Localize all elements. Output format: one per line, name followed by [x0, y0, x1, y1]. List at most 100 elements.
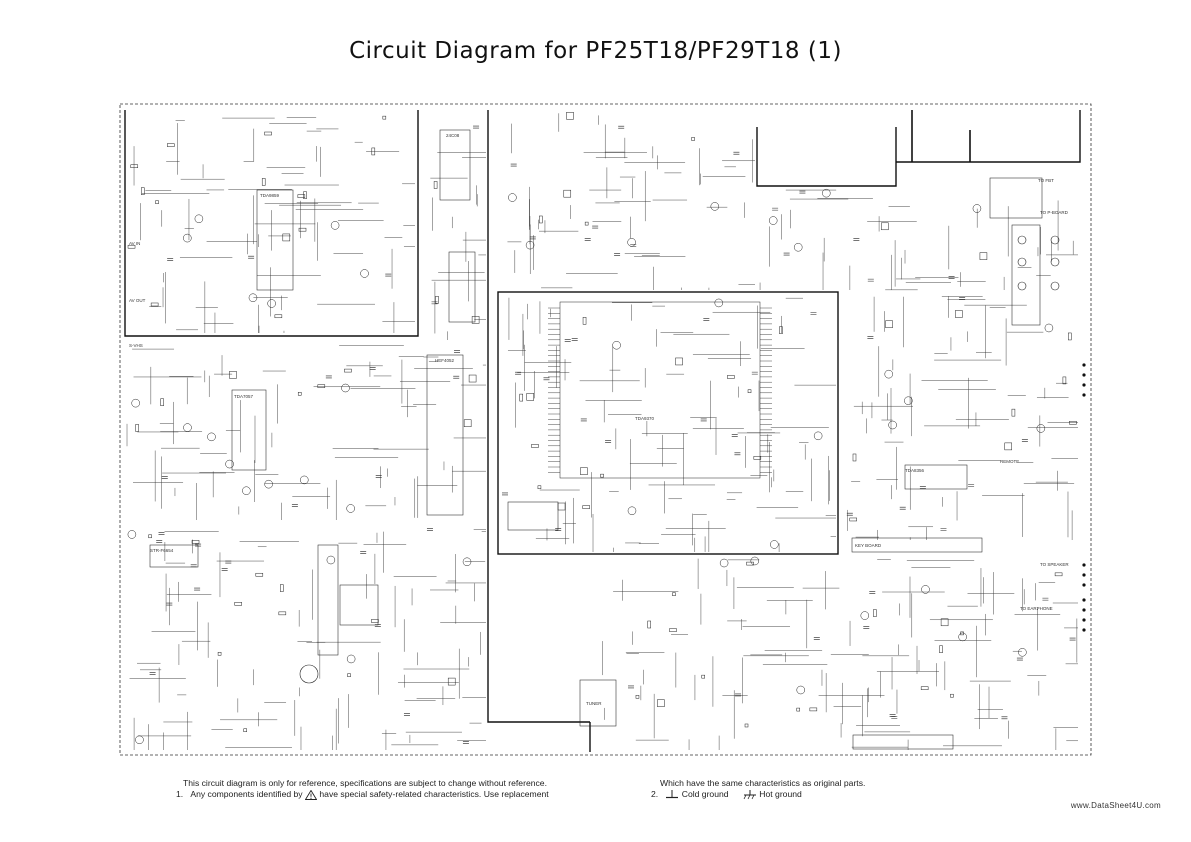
resistor — [1054, 572, 1063, 577]
resistor — [282, 233, 291, 242]
earphone-label: TO EARPHONE — [1020, 606, 1053, 611]
capacitor — [614, 253, 621, 256]
resistor — [255, 572, 264, 577]
resistor — [582, 505, 590, 509]
transistor — [183, 233, 192, 243]
resistor — [447, 677, 456, 686]
resistor — [885, 320, 893, 328]
capacitor — [529, 236, 536, 240]
resistor — [371, 147, 376, 156]
resistor — [940, 618, 949, 627]
capacitor — [1001, 716, 1008, 720]
resistor — [274, 314, 283, 319]
capacitor — [431, 301, 438, 305]
crt-socket — [299, 235, 1060, 684]
capacitor — [867, 336, 874, 339]
capacitor — [618, 125, 625, 129]
transistor — [131, 398, 140, 408]
resistor — [852, 453, 857, 462]
resistor — [297, 392, 302, 396]
resistor — [580, 467, 588, 475]
resistor — [148, 534, 152, 539]
resistor — [796, 707, 801, 712]
capacitor — [385, 273, 392, 277]
capacitor — [1021, 439, 1028, 442]
transistor — [267, 299, 276, 308]
resistor — [1069, 420, 1077, 425]
transistor — [904, 396, 913, 405]
transistor — [330, 221, 340, 230]
capacitor — [846, 512, 853, 516]
capacitor — [360, 551, 367, 554]
resistor — [135, 424, 139, 432]
transistor — [326, 555, 336, 565]
resistor — [160, 398, 164, 406]
resistor — [584, 221, 589, 226]
resistor — [881, 222, 889, 231]
resistor — [317, 384, 326, 388]
note-line1: This circuit diagram is only for referen… — [183, 778, 547, 788]
resistor — [920, 686, 929, 690]
capacitor — [584, 238, 591, 241]
capacitor — [225, 560, 232, 564]
transistor — [958, 632, 967, 642]
resistor — [657, 699, 665, 707]
resistor — [747, 389, 752, 393]
vert-ic-label: TDA8356 — [905, 468, 925, 473]
transistor — [822, 188, 831, 198]
main-ic-label: TDA9370 — [635, 416, 655, 421]
capacitor — [751, 371, 758, 375]
note-item1-a: Any components identified by — [190, 789, 303, 799]
resistor — [873, 609, 877, 617]
resistor — [675, 357, 683, 366]
power-ic-label: STR-F6654 — [150, 548, 174, 553]
resistor — [155, 200, 159, 204]
warning-triangle-icon — [305, 789, 317, 800]
capacitor — [194, 587, 201, 591]
resistor — [344, 368, 352, 373]
resistor — [1011, 408, 1016, 417]
resistor — [635, 695, 640, 699]
transistor — [768, 216, 778, 225]
note-item2-num: 2. — [651, 789, 659, 799]
resistor — [382, 115, 387, 120]
resistor — [280, 584, 284, 592]
resistor — [150, 302, 159, 307]
resistor — [1004, 442, 1013, 451]
tuner-label: TUNER — [586, 701, 602, 706]
connector-rails — [911, 110, 971, 162]
transistor — [248, 293, 258, 302]
resistor — [1068, 332, 1072, 341]
resistor — [563, 189, 572, 198]
resistor — [298, 227, 307, 232]
transistor — [612, 340, 621, 350]
resistor — [1062, 376, 1067, 385]
capacitor — [501, 492, 508, 496]
transistor — [346, 504, 355, 513]
note-item2: 2. Cold ground Hot ground — [651, 789, 802, 800]
capacitor — [426, 528, 433, 531]
transistor — [525, 240, 535, 250]
capacitor — [630, 244, 637, 247]
resistor — [234, 602, 242, 606]
resistor — [647, 620, 651, 629]
transistor — [346, 654, 356, 664]
capacitor — [799, 190, 806, 194]
resistor — [746, 561, 754, 566]
capacitor — [948, 276, 955, 279]
capacitor — [454, 350, 461, 353]
keyboard-label: KEY BOARD — [855, 543, 882, 548]
resistor — [127, 244, 136, 249]
transistor — [627, 238, 636, 247]
resistor — [744, 723, 749, 728]
resistor — [701, 674, 705, 679]
capacitor — [564, 339, 571, 342]
transistor — [972, 204, 982, 213]
cold-ground-label: Cold ground — [681, 789, 729, 799]
transistor — [225, 459, 234, 469]
capacitor — [869, 591, 876, 594]
svhs-label: S-VHS — [129, 343, 143, 348]
resistor — [979, 252, 988, 260]
transistor — [627, 506, 637, 516]
pboard-label: TO P-BOARD — [1040, 210, 1069, 215]
